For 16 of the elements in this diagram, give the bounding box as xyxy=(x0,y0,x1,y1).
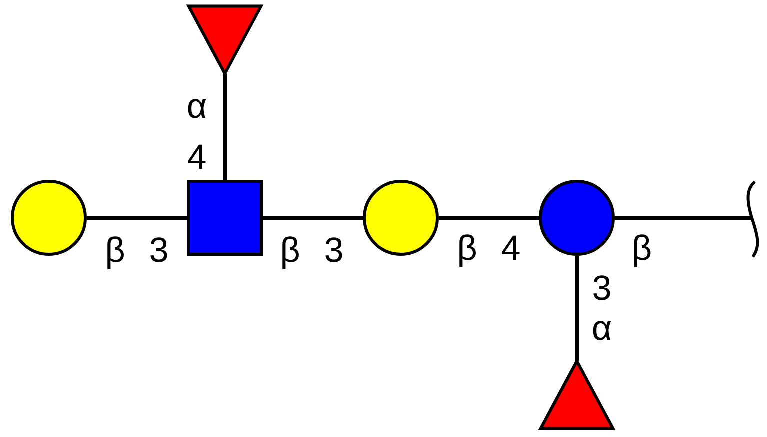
linkage-label: β 3 xyxy=(279,236,345,270)
linkage-label: 3 α xyxy=(586,274,618,342)
square-symbol xyxy=(187,180,263,256)
linkage-label: β 3 xyxy=(104,236,170,270)
linkage-label: β xyxy=(630,234,654,268)
linkage-line xyxy=(615,216,752,220)
linkage-line xyxy=(87,216,187,220)
linkage-label: β 4 xyxy=(456,234,522,268)
circle-symbol xyxy=(363,180,439,256)
linkage-line xyxy=(263,216,363,220)
linkage-line xyxy=(575,256,579,362)
linkage-label: α 4 xyxy=(181,98,213,170)
linkage-line xyxy=(439,216,539,220)
circle-symbol xyxy=(11,180,87,256)
circle-symbol xyxy=(539,180,615,256)
linkage-line xyxy=(223,74,227,180)
